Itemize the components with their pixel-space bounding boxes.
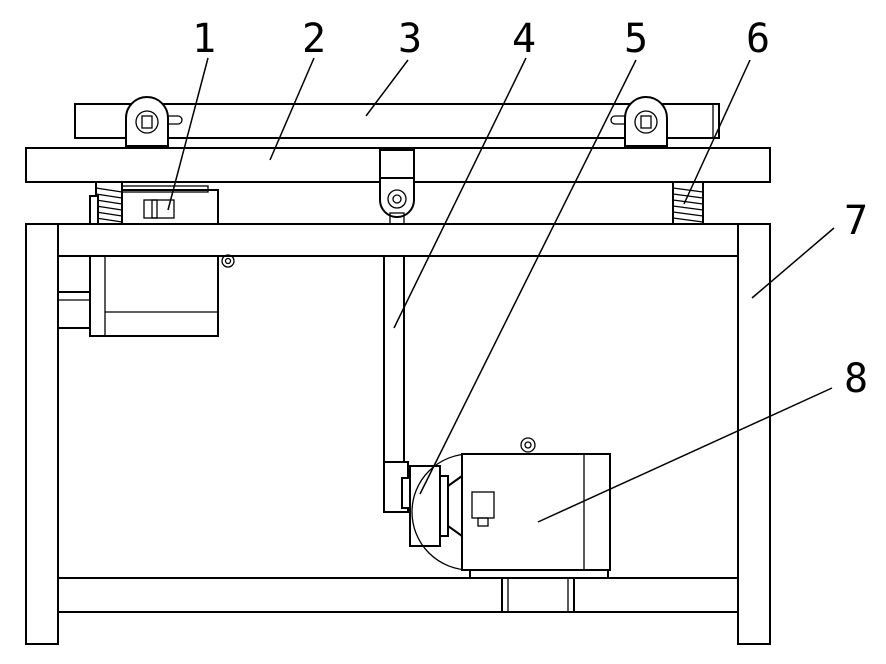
spring-left xyxy=(89,181,123,225)
callout-4: 4 xyxy=(512,16,536,62)
leader-1 xyxy=(167,57,209,211)
top-plate xyxy=(74,103,720,139)
leader-5 xyxy=(419,59,637,495)
leader-7 xyxy=(751,227,835,299)
callout-5: 5 xyxy=(624,16,648,62)
roller-right xyxy=(610,96,668,147)
leader-8 xyxy=(537,387,833,523)
leader-lines xyxy=(167,57,835,523)
leader-2 xyxy=(269,57,315,161)
drive-motor xyxy=(411,437,611,613)
callout-2: 2 xyxy=(302,16,326,62)
eccentric-wheel xyxy=(401,465,463,547)
callout-1: 1 xyxy=(192,16,216,62)
leader-6 xyxy=(683,59,751,205)
gear-motor xyxy=(57,254,235,337)
callout-3: 3 xyxy=(398,16,422,62)
callout-labels: 1 2 3 4 5 6 7 8 xyxy=(192,16,868,402)
frame xyxy=(25,223,771,645)
callout-6: 6 xyxy=(746,16,770,62)
spring-right xyxy=(672,181,704,225)
vibration-motor xyxy=(121,185,219,225)
roller-left xyxy=(125,96,183,147)
callout-7: 7 xyxy=(844,198,868,244)
callout-8: 8 xyxy=(844,356,868,402)
leader-3 xyxy=(365,59,409,117)
leader-4 xyxy=(393,57,527,329)
rod-bracket xyxy=(379,149,415,226)
connecting-rod xyxy=(383,255,409,513)
